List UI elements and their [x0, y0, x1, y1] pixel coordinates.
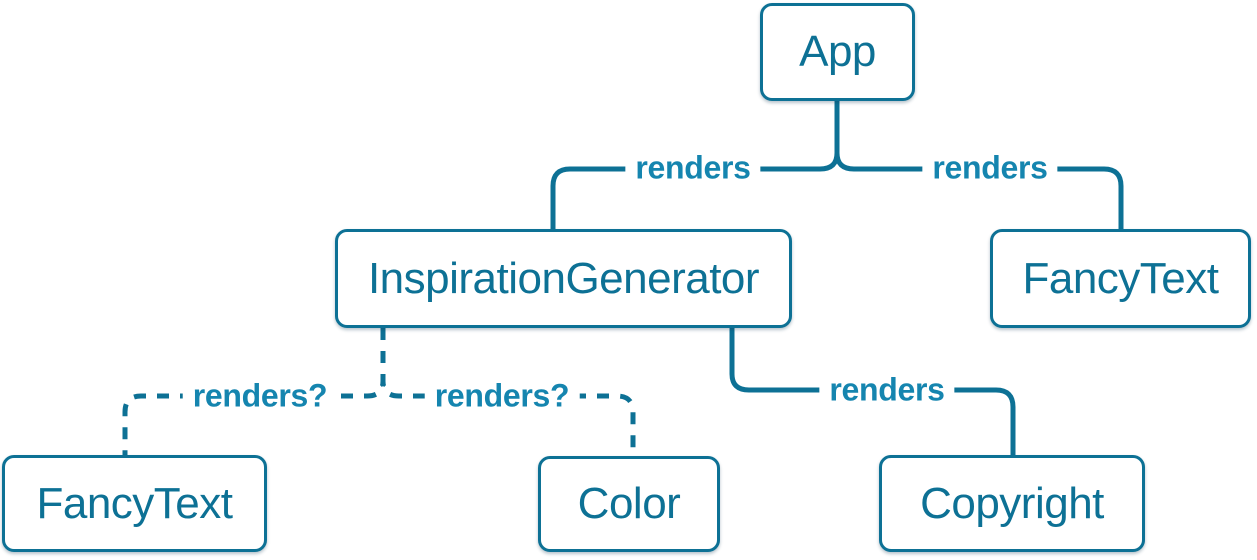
node-copyright-label: Copyright [920, 478, 1104, 528]
edge-label-renders-copyright: renders [819, 372, 955, 408]
node-app: App [760, 3, 915, 101]
node-color: Color [538, 456, 720, 552]
node-inspiration-generator: InspirationGenerator [335, 229, 792, 328]
edge-label-renders-question-right: renders? [424, 378, 580, 414]
node-fancy-text-bottom: FancyText [2, 455, 267, 552]
node-fancy-text-bottom-label: FancyText [36, 478, 233, 528]
edge-label-renders-right: renders [922, 150, 1058, 186]
node-copyright: Copyright [879, 455, 1145, 552]
node-fancy-text-top-label: FancyText [1022, 253, 1219, 303]
node-color-label: Color [577, 479, 681, 528]
node-fancy-text-top: FancyText [990, 229, 1251, 328]
edge-label-renders-left: renders [625, 150, 761, 186]
node-inspiration-generator-label: InspirationGenerator [367, 253, 760, 303]
edge-label-renders-question-left: renders? [182, 378, 338, 414]
node-app-label: App [799, 27, 876, 76]
